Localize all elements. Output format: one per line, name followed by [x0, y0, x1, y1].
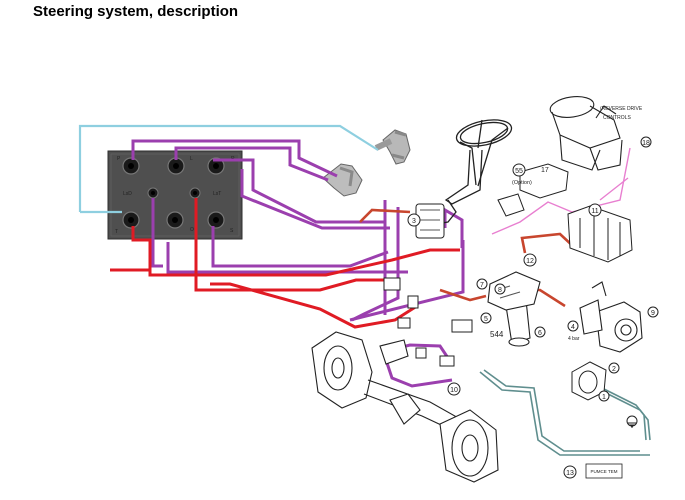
svg-text:PUMCE TEM: PUMCE TEM	[591, 469, 618, 474]
valve-port-l	[167, 157, 185, 175]
callout-18: 18	[640, 136, 652, 148]
callout-10: 10	[447, 382, 461, 396]
svg-text:11: 11	[591, 208, 598, 215]
tee-fittings	[383, 277, 473, 367]
callout-7: 7	[476, 278, 488, 290]
steering-unit	[415, 203, 445, 239]
svg-text:3: 3	[412, 218, 416, 225]
svg-text:2: 2	[612, 366, 616, 373]
ground-icon	[626, 415, 638, 428]
fitting-elbow	[374, 129, 411, 165]
reverse-drive-seat-icon	[549, 96, 623, 171]
callout-4: 4	[567, 320, 579, 332]
pink-pilot-lines	[491, 147, 631, 235]
filter-icon	[487, 271, 541, 347]
control-valve-bank	[497, 163, 633, 263]
fitting-straight	[322, 163, 363, 197]
svg-text:10: 10	[450, 387, 458, 394]
reverse-drive-label-1: (REVERSE DRIVE	[600, 106, 643, 112]
valve-port-p	[122, 157, 140, 175]
port-label-lst: LsT	[213, 191, 221, 197]
svg-text:9: 9	[651, 310, 655, 317]
pump-icon	[579, 281, 643, 353]
steering-valve-block: P L R LsD LsT T O S	[107, 150, 243, 240]
callouts: 3 10 11 12 7 8 5 6 4 9 2 1 13 55 18 17 5…	[407, 136, 659, 479]
svg-text:1: 1	[602, 394, 606, 401]
axle-icon	[311, 331, 499, 483]
reverse-drive-label-2: CONTROLS	[603, 115, 631, 121]
option-label: (Option)	[512, 180, 532, 186]
valve-port-lsd	[147, 187, 159, 199]
svg-text:6: 6	[538, 330, 542, 337]
valve-port-d	[207, 211, 225, 229]
svg-text:7: 7	[480, 282, 484, 289]
valve-port-r	[207, 157, 225, 175]
callout-11: 11	[588, 203, 602, 217]
callout-17: 17	[541, 167, 549, 174]
valve-port-t	[122, 211, 140, 229]
orange-pipe	[359, 208, 576, 308]
callout-13: 13	[563, 465, 577, 479]
svg-text:18: 18	[642, 140, 650, 147]
callout-12: 12	[523, 253, 537, 267]
callout-8: 8	[494, 283, 506, 295]
callout-2: 2	[608, 362, 620, 374]
port-label-s: S	[230, 228, 234, 234]
page-title: Steering system, description	[33, 3, 239, 20]
callout-544: 544	[490, 330, 504, 339]
svg-text:5: 5	[484, 316, 488, 323]
port-label-l: L	[190, 156, 193, 162]
svg-text:13: 13	[566, 470, 574, 477]
svg-text:12: 12	[526, 258, 534, 265]
callout-6: 6	[534, 326, 546, 338]
port-label-p: P	[117, 156, 121, 162]
callout-55: 55	[512, 163, 526, 177]
return-lines	[131, 139, 465, 388]
svg-text:55: 55	[515, 168, 523, 175]
callout-9: 9	[647, 306, 659, 318]
valve-port-lst	[189, 187, 201, 199]
valve-port-o	[166, 211, 184, 229]
pressure-tag: 4 bar	[568, 336, 580, 342]
svg-text:8: 8	[498, 287, 502, 294]
tag-13-box: PUMCE TEM	[585, 463, 623, 479]
callout-3: 3	[407, 213, 421, 227]
callout-1: 1	[598, 390, 610, 402]
load-sense-line	[78, 124, 379, 214]
port-label-lsd: LsD	[123, 191, 132, 197]
callout-5: 5	[480, 312, 492, 324]
grey-lines	[479, 369, 651, 456]
svg-text:4: 4	[571, 324, 575, 331]
port-label-o: O	[190, 227, 194, 233]
port-label-t: T	[115, 229, 118, 235]
